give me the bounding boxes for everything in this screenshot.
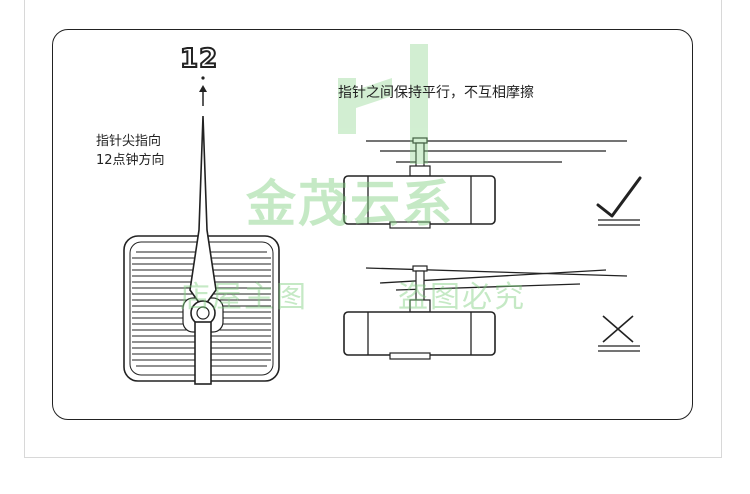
movement-side-crossing [343, 265, 628, 360]
instruction-card [52, 29, 693, 420]
cross-icon [598, 315, 640, 352]
movement-side-parallel [343, 137, 627, 229]
twelve-oclock-label: 12 [179, 43, 219, 75]
outer-frame [24, 0, 722, 458]
hand-tip-caption-line2: 12点钟方向 [96, 153, 165, 168]
parallel-hands-caption: 指针之间保持平行，不互相摩擦 [338, 85, 534, 101]
check-icon [596, 176, 642, 226]
up-arrow-icon [199, 76, 207, 106]
hand-tip-caption-line1: 指针尖指向 [96, 134, 162, 149]
clock-hand [189, 115, 217, 385]
watermark-logo-icon [338, 44, 428, 164]
